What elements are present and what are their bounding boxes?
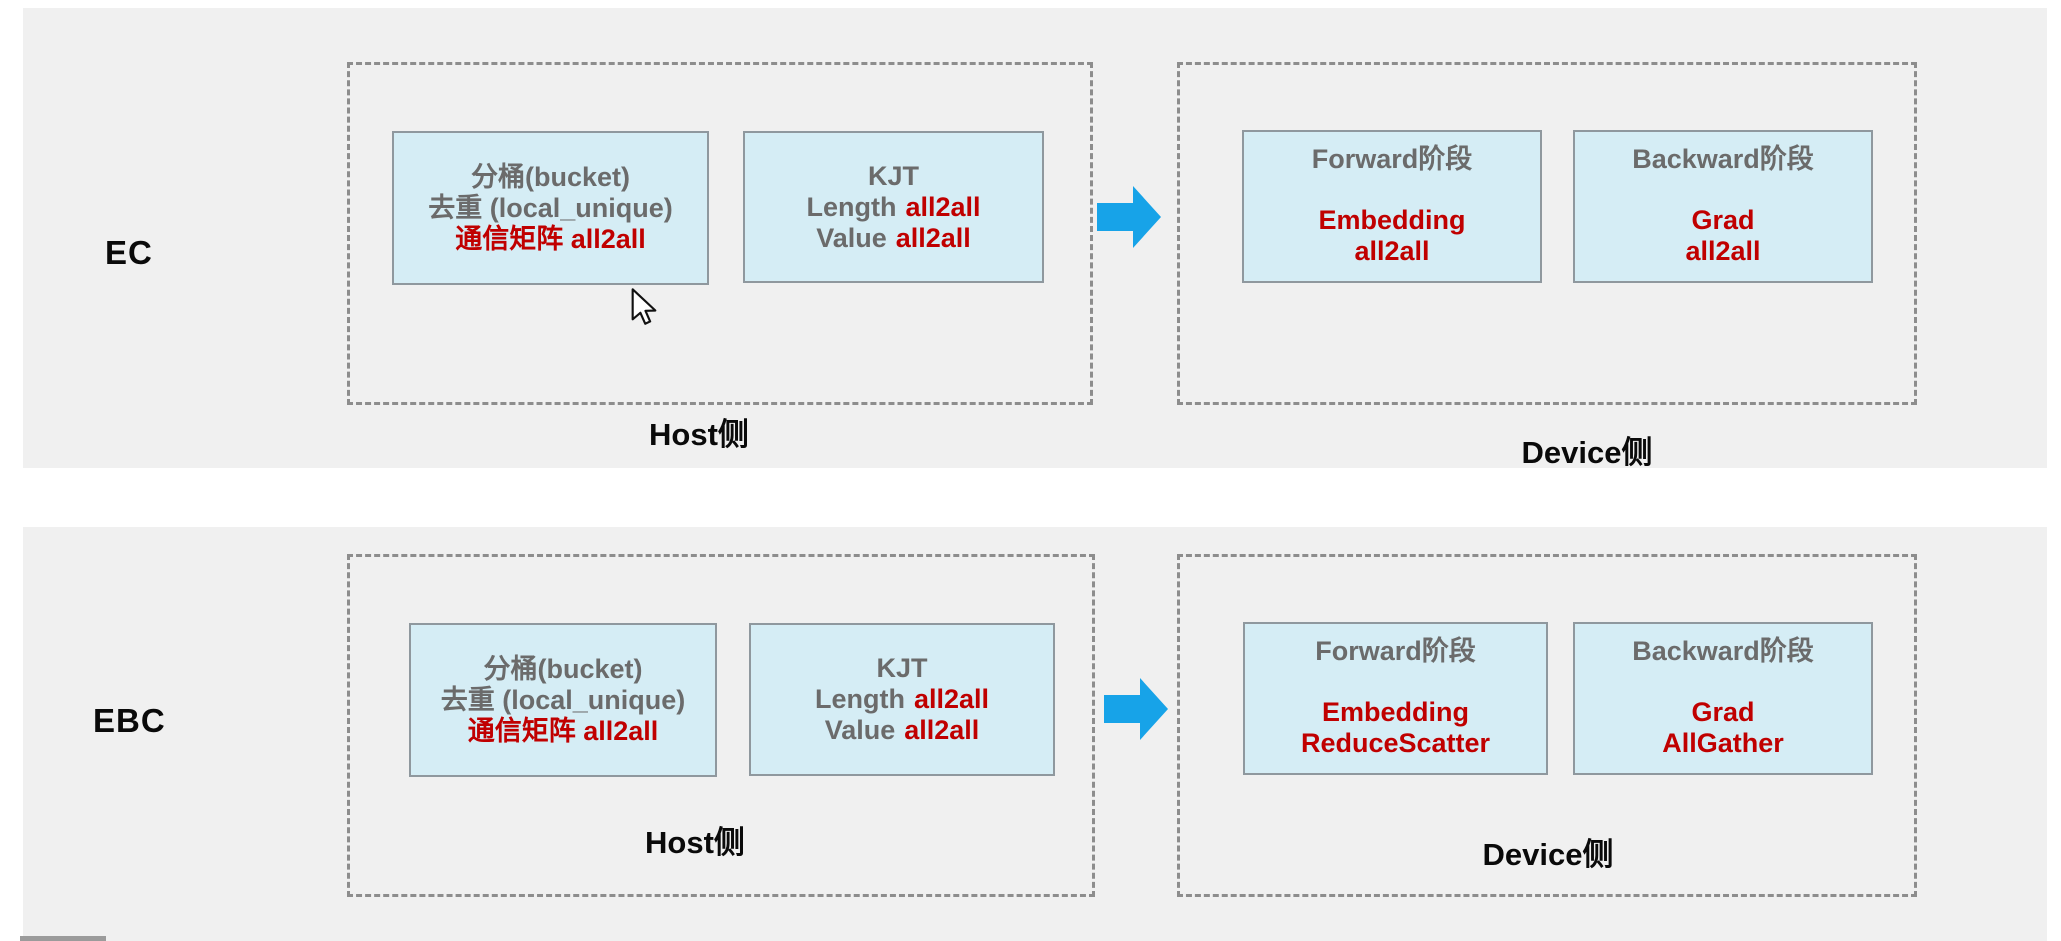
- kjt-length-line: Length all2all: [815, 684, 989, 715]
- kjt-length-label: Length: [806, 191, 897, 222]
- kjt-length-line: Length all2all: [806, 192, 980, 223]
- ec-host-dashed-box: [347, 62, 1093, 405]
- forward-red-block: Embedding ReduceScatter: [1301, 697, 1490, 759]
- backward-title: Backward阶段: [1632, 144, 1814, 174]
- mouse-cursor-icon: [631, 288, 657, 325]
- backward-red-line-1: Grad: [1691, 205, 1755, 235]
- bucket-line-3: 通信矩阵 all2all: [467, 715, 659, 746]
- ec-backward-box: Backward阶段 Grad all2all: [1573, 130, 1873, 283]
- backward-red-line-1: Grad: [1691, 697, 1755, 727]
- bottom-bar-artifact: [20, 936, 106, 941]
- kjt-title: KJT: [867, 160, 919, 191]
- backward-red-line-2: AllGather: [1662, 728, 1784, 758]
- ebc-device-caption: Device侧: [1482, 837, 1614, 872]
- bucket-line-1: 分桶(bucket): [483, 653, 643, 684]
- ec-device-caption: Device侧: [1521, 435, 1653, 470]
- backward-title: Backward阶段: [1632, 636, 1814, 666]
- ec-device-dashed-box: [1177, 62, 1917, 405]
- ec-bucket-box: 分桶(bucket) 去重 (local_unique) 通信矩阵 all2al…: [392, 131, 709, 285]
- bucket-line-2: 去重 (local_unique): [428, 192, 673, 223]
- ebc-host-dashed-box: [347, 554, 1095, 897]
- ebc-forward-box: Forward阶段 Embedding ReduceScatter: [1243, 622, 1548, 775]
- kjt-length-label: Length: [814, 684, 905, 714]
- bucket-line-3: 通信矩阵 all2all: [455, 223, 646, 254]
- forward-red-line-1: Embedding: [1318, 205, 1466, 235]
- backward-red-line-2: all2all: [1685, 236, 1761, 266]
- backward-red-block: Grad all2all: [1685, 205, 1760, 267]
- forward-red-line-1: Embedding: [1322, 697, 1469, 727]
- kjt-value-label: Value: [816, 222, 887, 253]
- kjt-length-value: all2all: [905, 191, 981, 222]
- kjt-value-line: Value all2all: [825, 715, 980, 746]
- ec-row-label: EC: [105, 234, 153, 271]
- ebc-row-label: EBC: [93, 702, 166, 739]
- bucket-line-2: 去重 (local_unique): [440, 684, 686, 715]
- kjt-length-value: all2all: [913, 684, 990, 714]
- right-arrow-icon: [1104, 678, 1168, 740]
- forward-red-block: Embedding all2all: [1319, 205, 1466, 267]
- right-arrow-icon: [1097, 186, 1161, 248]
- forward-title: Forward阶段: [1311, 144, 1473, 174]
- forward-red-line-2: ReduceScatter: [1300, 728, 1491, 758]
- ebc-backward-box: Backward阶段 Grad AllGather: [1573, 622, 1873, 775]
- ebc-bucket-box: 分桶(bucket) 去重 (local_unique) 通信矩阵 all2al…: [409, 623, 717, 777]
- ec-forward-box: Forward阶段 Embedding all2all: [1242, 130, 1542, 283]
- ebc-device-dashed-box: [1177, 554, 1917, 897]
- backward-red-block: Grad AllGather: [1662, 697, 1784, 759]
- bucket-line-1: 分桶(bucket): [470, 161, 630, 192]
- kjt-value-label: Value: [824, 715, 896, 745]
- forward-red-line-2: all2all: [1354, 236, 1430, 266]
- kjt-value-line: Value all2all: [816, 223, 971, 254]
- forward-title: Forward阶段: [1315, 636, 1476, 666]
- ebc-host-caption: Host侧: [645, 825, 745, 860]
- kjt-title: KJT: [876, 653, 928, 683]
- ec-host-caption: Host侧: [649, 417, 749, 452]
- kjt-value-value: all2all: [904, 715, 980, 745]
- kjt-value-value: all2all: [895, 222, 971, 253]
